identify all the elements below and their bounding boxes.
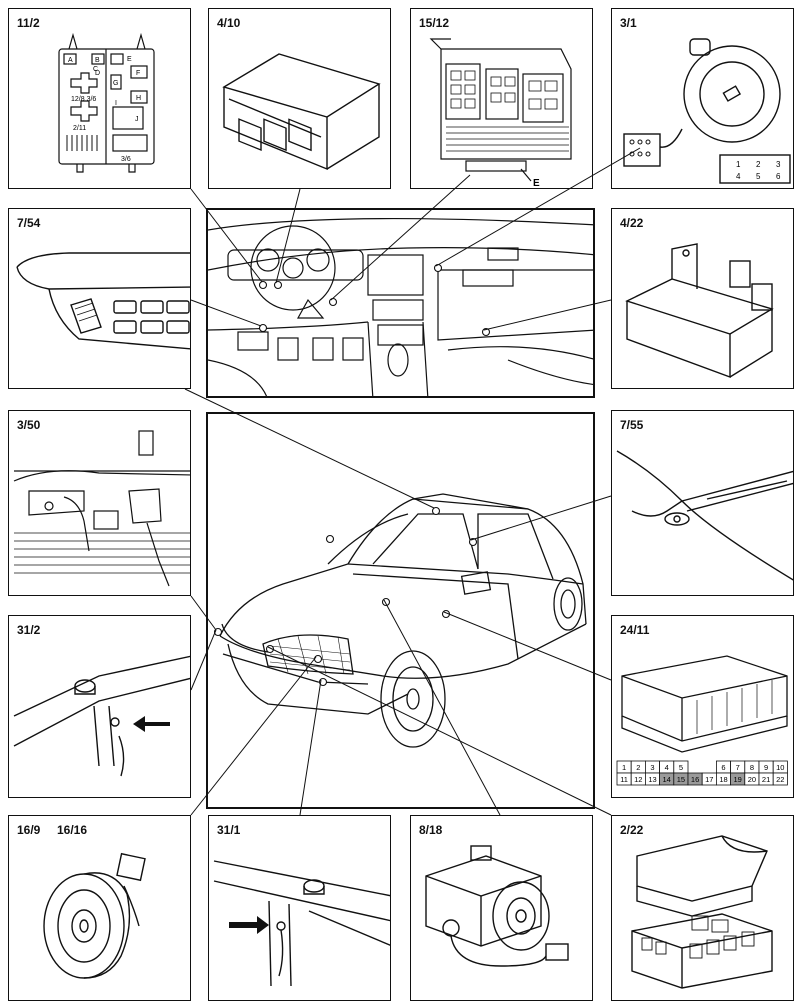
ground-point-drawing — [13, 655, 190, 777]
callout-e: E — [533, 178, 540, 189]
fuse-label-a: A — [68, 57, 73, 64]
pin-number: 12 — [634, 775, 642, 784]
dashboard-interior-view — [206, 208, 595, 398]
central-electrical-unit-drawing: E — [429, 38, 572, 189]
module-with-connectors-drawing — [625, 243, 774, 379]
pin-number: 20 — [748, 775, 756, 784]
panel-16-9-16-16: 16/9 16/16 — [8, 815, 191, 1001]
panel-label: 31/2 — [17, 623, 41, 637]
panel-31-1: 31/1 — [208, 815, 391, 1001]
pin-number: 8 — [750, 763, 754, 772]
dashboard-drawing — [208, 217, 593, 396]
arrow-icon — [229, 916, 269, 934]
panel-3-1: 3/1 1 2 3 4 5 6 — [611, 8, 794, 189]
pin-number: 13 — [648, 775, 656, 784]
panel-31-2: 31/2 — [8, 615, 191, 798]
fuse-code-3: 3/6 — [121, 156, 131, 163]
pin-number: 22 — [776, 775, 784, 784]
fuse-label-b: B — [95, 57, 100, 64]
pin-number: 11 — [620, 775, 628, 784]
panel-label: 3/1 — [620, 16, 637, 30]
switch-pos-1: 1 — [736, 160, 741, 169]
ground-point-2-drawing — [213, 860, 390, 987]
panel-7-54: 7/54 — [8, 208, 191, 389]
pin-number: 9 — [764, 763, 768, 772]
pin-number: 16 — [691, 775, 699, 784]
pin-number: 17 — [705, 775, 713, 784]
pin-number: 19 — [734, 775, 742, 784]
fuse-label-i: I — [115, 100, 117, 107]
pin-number: 3 — [650, 763, 654, 772]
door-switch-panel-drawing — [16, 252, 190, 350]
pin-cell — [772, 772, 788, 786]
switch-pos-4: 4 — [736, 172, 741, 181]
switch-pos-3: 3 — [776, 160, 781, 169]
pin-number: 5 — [679, 763, 683, 772]
switch-pos-5: 5 — [756, 172, 761, 181]
pin-number: 7 — [736, 763, 740, 772]
hood-latch-drawing — [13, 430, 190, 587]
fuse-label-g: G — [113, 80, 118, 87]
panel-label: 2/22 — [620, 823, 644, 837]
fuse-label-f: F — [136, 70, 140, 77]
fuse-box-relay-panel-drawing: A B E F D C G H I J 12/8 3/6 2/11 3/6 — [58, 32, 155, 173]
courtesy-light-switch-drawing — [616, 450, 793, 581]
panel-label: 16/9 — [17, 823, 41, 837]
pin-number: 14 — [663, 775, 671, 784]
pin-number: 15 — [677, 775, 685, 784]
light-switch-drawing: 1 2 3 4 5 6 — [623, 38, 791, 184]
pin-number: 1 — [622, 763, 626, 772]
control-module-drawing — [222, 53, 381, 171]
panel-label: 24/11 — [620, 623, 650, 637]
panel-label: 8/18 — [419, 823, 443, 837]
panel-8-18: 8/18 — [410, 815, 593, 1001]
fuse-label-h: H — [136, 95, 141, 102]
fuse-label-c: C — [93, 66, 98, 73]
fuse-label-j: J — [135, 116, 139, 123]
panel-4-22: 4/22 — [611, 208, 794, 389]
car-drawing — [213, 493, 587, 748]
panel-label-second: 16/16 — [57, 823, 88, 837]
panel-15-12: 15/12 E — [410, 8, 593, 189]
motor-drawing — [425, 845, 569, 967]
pin-number: 18 — [719, 775, 727, 784]
horn-drawing — [43, 852, 146, 979]
pin-number: 6 — [721, 763, 725, 772]
relay-box-drawing — [631, 835, 773, 989]
pin-number: 4 — [665, 763, 669, 772]
panel-label: 7/54 — [17, 216, 41, 230]
panel-label: 15/12 — [419, 16, 450, 30]
fuse-code-1: 12/8 3/6 — [71, 96, 96, 103]
fuse-label-d: D — [95, 70, 100, 77]
panel-label: 11/2 — [17, 16, 40, 30]
pin-number: 21 — [762, 775, 770, 784]
arrow-icon — [133, 716, 170, 732]
panel-11-2: 11/2 A B E F D C G H — [8, 8, 191, 189]
fuse-code-2: 2/11 — [73, 125, 86, 132]
fuse-label-e: E — [127, 56, 132, 63]
panel-label: 4/10 — [217, 16, 241, 30]
pin-number: 10 — [776, 763, 784, 772]
panel-label: 3/50 — [17, 418, 41, 432]
switch-pos-6: 6 — [776, 172, 781, 181]
panel-7-55: 7/55 — [611, 410, 794, 596]
panel-4-10: 4/10 — [208, 8, 391, 189]
pin-number: 2 — [636, 763, 640, 772]
panel-label: 31/1 — [217, 823, 241, 837]
panel-3-50: 3/50 — [8, 410, 191, 596]
switch-pos-2: 2 — [756, 160, 761, 169]
panel-2-22: 2/22 — [611, 815, 794, 1001]
panel-label: 7/55 — [620, 418, 644, 432]
car-exterior-view — [206, 412, 595, 809]
